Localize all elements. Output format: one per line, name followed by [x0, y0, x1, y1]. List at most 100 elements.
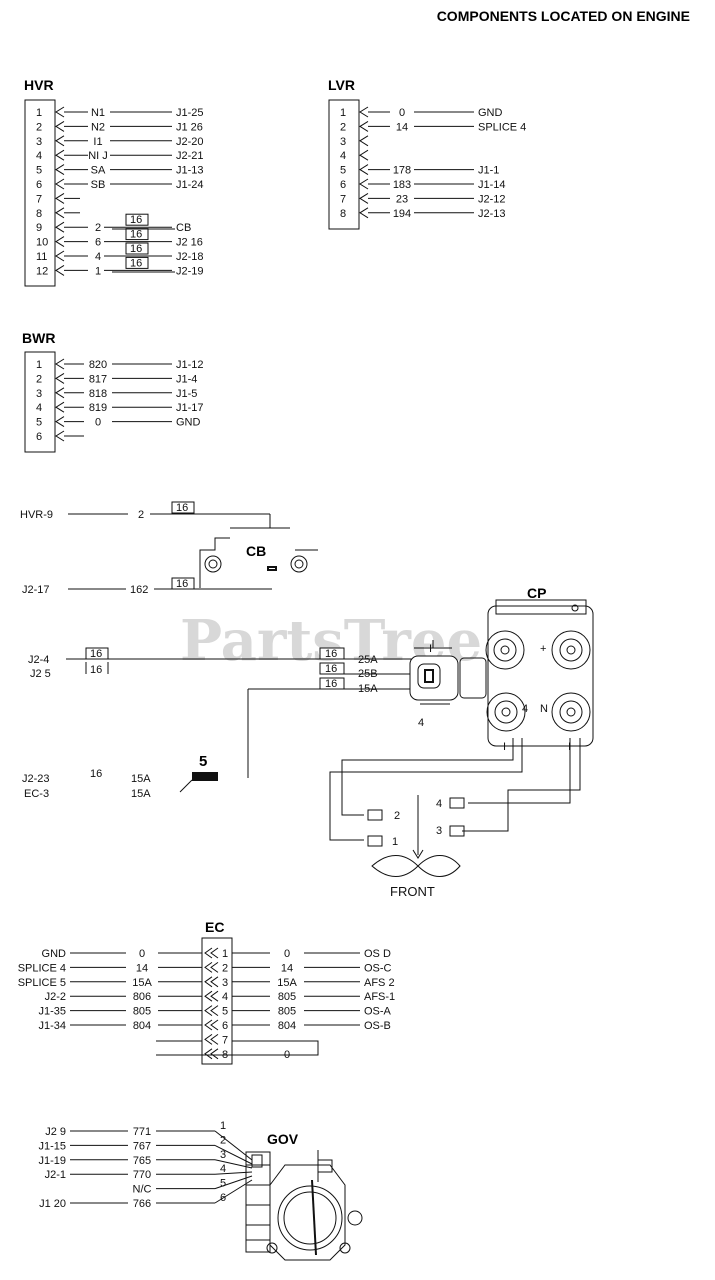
ec-right-dest: OS-C	[364, 962, 392, 974]
cp-left-from-1: J2-4	[28, 654, 49, 666]
bwr-wire-id: 817	[89, 373, 107, 385]
bwr-pin-5: 5	[36, 417, 42, 429]
hvr-wire-id: 1	[95, 265, 101, 277]
ec-left-wire: 14	[136, 962, 148, 974]
lvr-wire-id: 183	[393, 179, 411, 191]
gov-pin: 3	[220, 1149, 226, 1161]
ec-pin: 7	[222, 1034, 228, 1046]
hvr-wire-gauge: 16	[130, 229, 142, 241]
hvr-wire-dest: J1-13	[176, 165, 204, 177]
cp-right-wire-1: 25A	[358, 654, 378, 666]
hvr-wire-10: 6 16 J2 16	[64, 228, 203, 249]
hvr-pin-2: 2	[36, 121, 42, 133]
cb-top-gauge: 16	[176, 502, 188, 514]
bwr-connector	[24, 351, 56, 453]
bwr-wire-dest: J1-5	[176, 388, 197, 400]
ec-right-dest: OS D	[364, 948, 391, 960]
cp-front-label: FRONT	[390, 884, 435, 899]
cb-label: CB	[246, 543, 266, 559]
hvr-pin-9: 9	[36, 222, 42, 234]
cp-bottom-gauge-1: 16	[90, 768, 102, 780]
hvr-pin-6: 6	[36, 179, 42, 191]
ec-right-dest: OS-A	[364, 1006, 392, 1018]
ec-row-7: 7	[204, 1033, 228, 1046]
cp-label: CP	[527, 585, 546, 601]
bwr-wire-dest: J1-4	[176, 373, 197, 385]
lvr-wire-dest: J1-14	[478, 179, 506, 191]
cb-bottom-wire: 162	[130, 584, 148, 596]
ec-right-wire: 14	[281, 962, 293, 974]
bwr-wire-id: 819	[89, 402, 107, 414]
callout-number: 5	[199, 753, 207, 770]
cb-terminal-right	[290, 555, 308, 573]
gov-pin: 2	[220, 1134, 226, 1146]
hvr-wire-dest: J2 16	[176, 237, 203, 249]
lvr-wire-id: 14	[396, 121, 408, 133]
lvr-pin-1: 1	[340, 107, 346, 119]
cp-mark-3: +	[540, 643, 546, 655]
lvr-pin-8: 8	[340, 208, 346, 220]
ec-left-wire: 0	[139, 948, 145, 960]
bwr-pin-3: 3	[36, 388, 42, 400]
cp-bottom-from-1: J2-23	[22, 773, 50, 785]
hvr-wire-dest: J1 26	[176, 121, 203, 133]
lvr-pin-5: 5	[340, 165, 346, 177]
ec-right-dest: AFS 2	[364, 977, 395, 989]
hvr-wire-dest: J2-19	[176, 265, 204, 277]
cp-right-gauge-1: 16	[325, 648, 337, 660]
hvr-wire-dest: J1-25	[176, 107, 204, 119]
cp-block: CP J2-4 16 J2 5 16 16 25A 16 25B 16 15A …	[22, 585, 594, 899]
callout-bar	[192, 772, 218, 781]
gov-label: GOV	[267, 1131, 299, 1147]
cp-conn-label-4: 4	[436, 798, 442, 810]
lvr-label: LVR	[328, 77, 355, 93]
cp-conn-label-1: 1	[392, 836, 398, 848]
bwr-pin-6: 6	[36, 431, 42, 443]
hvr-pin-7: 7	[36, 193, 42, 205]
bwr-wire-dest: J1-12	[176, 359, 204, 371]
hvr-wire-id: 6	[95, 237, 101, 249]
hvr-wire-id: 4	[95, 251, 101, 263]
lvr-pin-6: 6	[340, 179, 346, 191]
hvr-pin-5: 5	[36, 165, 42, 177]
bwr-pin-4: 4	[36, 402, 42, 414]
gov-pin: 1	[220, 1120, 226, 1132]
gov-dest: J1-19	[38, 1155, 66, 1167]
ec-left-dest: J1-35	[38, 1006, 66, 1018]
hvr-wire-dest: CB	[176, 222, 191, 234]
hvr-wire-id: NI J	[88, 150, 108, 162]
lvr-wire-dest: SPLICE 4	[478, 121, 526, 133]
cp-left-from-2: J2 5	[30, 668, 51, 680]
lvr-wire-dest: J2-12	[478, 193, 506, 205]
cp-mark-1: 4	[418, 717, 424, 729]
bwr-wire-dest: J1-17	[176, 402, 204, 414]
hvr-pin-12: 12	[36, 265, 48, 277]
cb-top-from: HVR-9	[20, 509, 53, 521]
hvr-wire-gauge: 16	[130, 257, 142, 269]
ec-left-wire: 804	[133, 1020, 151, 1032]
lvr-wire-id: 194	[393, 208, 411, 220]
ec-right-dest: OS-B	[364, 1020, 391, 1032]
gov-wire: 771	[133, 1126, 151, 1138]
lvr-pin-4: 4	[340, 150, 346, 162]
lvr-wire-dest: J2-13	[478, 208, 506, 220]
hvr-pin-11: 11	[36, 251, 47, 263]
gov-wire: 770	[133, 1169, 151, 1181]
ec-label: EC	[205, 919, 224, 935]
